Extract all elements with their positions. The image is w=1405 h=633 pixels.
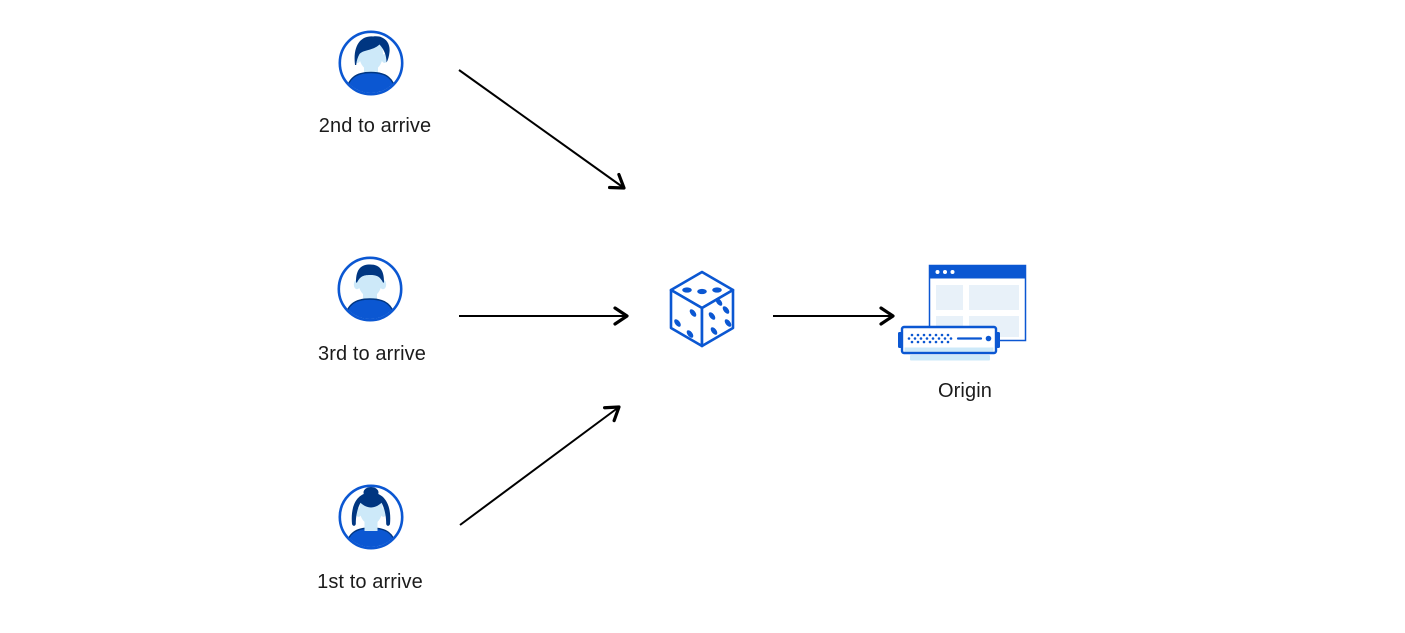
- browser-titlebar: [929, 265, 1026, 279]
- avatar-hair: [356, 264, 384, 283]
- server-vent-dots: [907, 333, 953, 344]
- avatar-hair: [351, 492, 391, 526]
- content-panel: [936, 285, 963, 310]
- arrow-second-to-dice: [458, 69, 626, 190]
- dice-right-face: [700, 288, 735, 348]
- titlebar-dot: [935, 270, 940, 274]
- user-first-label: 1st to arrive: [317, 571, 423, 593]
- server-chassis: [900, 325, 998, 355]
- content-panel: [969, 285, 1019, 310]
- arrow-first-to-dice: [459, 405, 621, 526]
- woman-avatar-icon: [338, 484, 404, 550]
- origin-server-icon: [898, 264, 1027, 361]
- titlebar-dot: [950, 270, 955, 274]
- server-led: [985, 335, 992, 342]
- server-stand: [910, 355, 990, 361]
- titlebar-dot: [943, 270, 947, 274]
- man-flattop-avatar-icon: [337, 256, 403, 322]
- origin-label: Origin: [938, 380, 992, 402]
- server-bottom-strip: [904, 347, 994, 352]
- dice-icon: [669, 270, 735, 348]
- man-avatar-icon: [338, 30, 404, 96]
- user-third-label: 3rd to arrive: [317, 343, 426, 365]
- user-second-label: 2nd to arrive: [318, 115, 432, 137]
- avatar-hair: [354, 36, 390, 65]
